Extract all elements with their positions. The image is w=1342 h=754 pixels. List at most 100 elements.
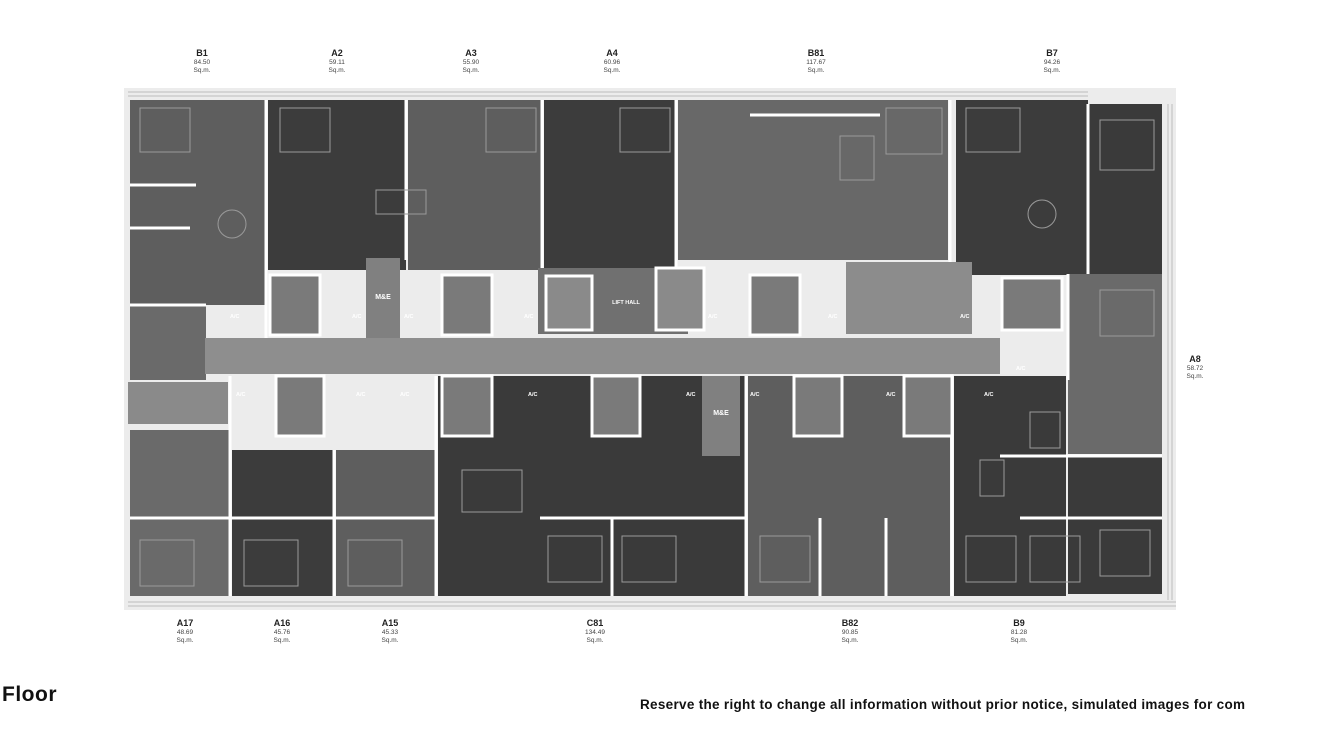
shaft-8 [792, 374, 844, 438]
unit-a15-floor [336, 450, 436, 596]
unit-label-b81: B81 117.67 Sq.m. [776, 48, 856, 75]
ac-label: A/C [984, 392, 994, 398]
balcony-rails [128, 91, 1176, 607]
me-room-bottom [702, 376, 740, 456]
corridor [205, 338, 1000, 374]
unit-measure: Sq.m. [1010, 637, 1028, 644]
unit-code: C81 [586, 618, 604, 628]
unit-label-a8: A8 58.72 Sq.m. [1155, 354, 1235, 381]
ac-label: A/C [236, 392, 246, 398]
unit-a8-floor [1088, 104, 1162, 274]
unit-b1-floor [130, 100, 266, 305]
disclaimer-text: Reserve the right to change all informat… [640, 697, 1246, 712]
unit-area: 84.50 [193, 59, 211, 66]
shaft-7 [590, 374, 642, 438]
shaft-6 [440, 374, 494, 438]
unit-area: 117.67 [806, 59, 826, 66]
unit-code: A3 [465, 48, 477, 58]
unit-code: B82 [841, 618, 859, 628]
me-room-top-label: M&E [375, 294, 391, 301]
lift-hall-label: LIFT HALL [612, 300, 640, 306]
unit-measure: Sq.m. [381, 637, 399, 644]
unit-b9-extra [1068, 456, 1162, 594]
shaft-4 [1000, 276, 1064, 332]
unit-code: B7 [1046, 48, 1058, 58]
unit-label-a17: A17 48.69 Sq.m. [145, 618, 225, 645]
unit-area: 134.49 [585, 629, 605, 636]
unit-a17-floor [130, 430, 230, 596]
floor-plan [124, 88, 1176, 610]
unit-a8-lower [1068, 274, 1162, 454]
ac-label: A/C [524, 314, 534, 320]
unit-area: 59.11 [329, 59, 345, 66]
unit-area: 48.69 [176, 629, 194, 636]
unit-code: A17 [176, 618, 194, 628]
unit-area: 58.72 [1186, 365, 1204, 372]
unit-code: B81 [807, 48, 825, 58]
unit-b9-floor [954, 376, 1066, 596]
furniture [139, 107, 1155, 587]
shaft-5 [274, 374, 326, 438]
lift-2 [654, 266, 706, 332]
unit-code: B1 [196, 48, 208, 58]
unit-label-a3: A3 55.90 Sq.m. [431, 48, 511, 75]
unit-area: 90.85 [841, 629, 859, 636]
unit-label-a15: A15 45.33 Sq.m. [350, 618, 430, 645]
lift-1 [544, 274, 594, 332]
unit-code: A4 [606, 48, 618, 58]
stair-right [846, 262, 972, 334]
unit-area: 45.33 [381, 629, 399, 636]
unit-b81-floor [678, 100, 948, 260]
unit-area: 60.96 [603, 59, 621, 66]
stair-left [128, 382, 228, 424]
shaft-3 [748, 273, 802, 337]
unit-label-a16: A16 45.76 Sq.m. [242, 618, 322, 645]
unit-area: 94.26 [1043, 59, 1061, 66]
unit-measure: Sq.m. [841, 637, 859, 644]
unit-measure: Sq.m. [1043, 67, 1061, 74]
unit-measure: Sq.m. [586, 637, 604, 644]
unit-measure: Sq.m. [176, 637, 194, 644]
shaft-1 [268, 273, 322, 337]
unit-code: A8 [1189, 354, 1201, 364]
me-room-top [366, 258, 400, 338]
ac-label: A/C [828, 314, 838, 320]
unit-a4-floor [544, 100, 676, 270]
unit-label-b82: B82 90.85 Sq.m. [810, 618, 890, 645]
unit-code: A15 [381, 618, 399, 628]
unit-measure: Sq.m. [603, 67, 621, 74]
ac-label: A/C [708, 314, 718, 320]
unit-measure: Sq.m. [273, 637, 291, 644]
unit-code: A2 [331, 48, 343, 58]
unit-area: 45.76 [273, 629, 291, 636]
shaft-2 [440, 273, 494, 337]
unit-label-b1: B1 84.50 Sq.m. [162, 48, 242, 75]
floor-title: Floor [2, 683, 57, 706]
ac-label: A/C [356, 392, 366, 398]
unit-measure: Sq.m. [328, 67, 346, 74]
unit-code: A16 [273, 618, 291, 628]
shaft-9 [902, 374, 954, 438]
unit-measure: Sq.m. [462, 67, 480, 74]
unit-a2-floor [268, 100, 406, 270]
ac-label: A/C [404, 314, 414, 320]
unit-a3-floor [408, 100, 542, 270]
unit-code: B9 [1013, 618, 1025, 628]
unit-label-b7: B7 94.26 Sq.m. [1012, 48, 1092, 75]
unit-label-c81: C81 134.49 Sq.m. [555, 618, 635, 645]
unit-area: 55.90 [462, 59, 480, 66]
unit-side-left [130, 305, 206, 380]
unit-label-a4: A4 60.96 Sq.m. [572, 48, 652, 75]
partition-walls [130, 100, 1162, 596]
ac-label: A/C [400, 392, 410, 398]
unit-measure: Sq.m. [193, 67, 211, 74]
unit-a16-floor [232, 450, 334, 596]
ac-label: A/C [1016, 366, 1026, 372]
ac-label: A/C [750, 392, 760, 398]
unit-measure: Sq.m. [807, 67, 825, 74]
unit-label-b9: B9 81.28 Sq.m. [979, 618, 1059, 645]
unit-area: 81.28 [1010, 629, 1028, 636]
unit-label-a2: A2 59.11 Sq.m. [297, 48, 377, 75]
unit-measure: Sq.m. [1186, 373, 1204, 380]
ac-label: A/C [352, 314, 362, 320]
